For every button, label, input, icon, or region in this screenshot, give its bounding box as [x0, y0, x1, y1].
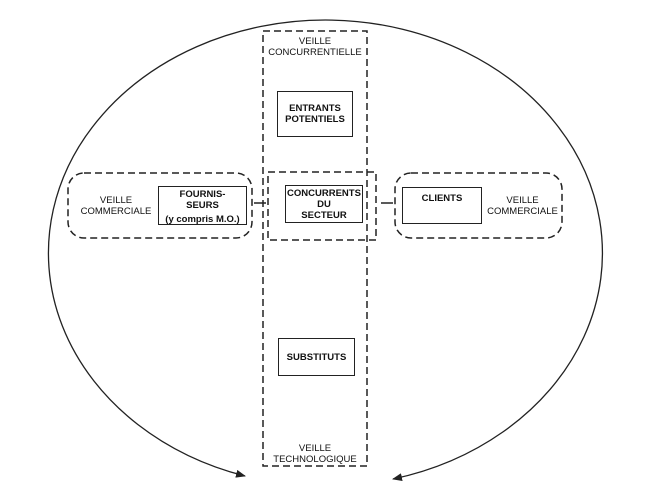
competitors-label: CONCURRENTS DU SECTEUR: [287, 187, 361, 221]
entrants-label: ENTRANTS POTENTIELS: [285, 103, 345, 125]
environment-ellipse-arrow: [47, 19, 604, 482]
suppliers-note: (y compris M.O.): [165, 214, 240, 225]
commercial-watch-left-zone: [67, 172, 253, 239]
commercial-watch-right-zone: [394, 172, 563, 239]
label-veille-technologique: VEILLE TECHNOLOGIQUE: [273, 443, 357, 465]
suppliers-label: FOURNIS- SEURS: [179, 189, 226, 211]
substitutes-label: SUBSTITUTS: [286, 351, 347, 363]
box-substituts: SUBSTITUTS: [278, 338, 355, 376]
box-entrants-potentiels: ENTRANTS POTENTIELS: [277, 91, 353, 137]
box-fournisseurs: FOURNIS- SEURS (y compris M.O.): [158, 186, 247, 225]
label-veille-concurrentielle: VEILLE CONCURRENTIELLE: [268, 36, 362, 58]
clients-label: CLIENTS: [421, 193, 463, 204]
label-veille-commerciale-right: VEILLE COMMERCIALE: [487, 195, 558, 217]
box-concurrents-du-secteur: CONCURRENTS DU SECTEUR: [285, 185, 363, 223]
competitive-watch-column: [262, 30, 368, 467]
label-veille-commerciale-left: VEILLE COMMERCIALE: [80, 195, 152, 217]
box-clients: CLIENTS: [402, 187, 482, 224]
